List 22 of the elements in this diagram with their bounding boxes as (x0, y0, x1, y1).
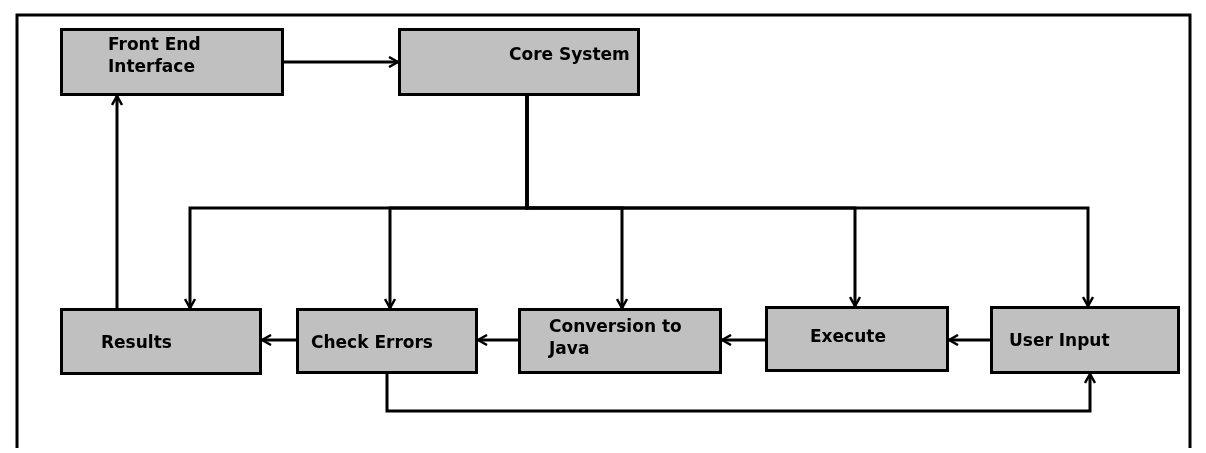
box-label: Front End Interface (108, 33, 202, 77)
process-box (398, 28, 640, 96)
process-box (518, 308, 722, 374)
process-box (765, 306, 949, 372)
process-box (60, 28, 284, 96)
box-label: Conversion to Java (549, 315, 683, 359)
box-label: Execute (810, 325, 887, 347)
box-label: Results (101, 331, 173, 353)
arrow (110, 94, 124, 308)
arrow (720, 333, 765, 347)
process-box (296, 308, 478, 374)
arrow (385, 372, 1097, 413)
process-box (990, 306, 1180, 374)
arrow (476, 333, 518, 347)
arrow (260, 333, 296, 347)
arrow (525, 96, 1095, 308)
arrow (947, 333, 990, 347)
box-label: Check Errors (311, 331, 434, 353)
arrow (284, 55, 400, 69)
process-box (60, 308, 262, 375)
box-label: Core System (509, 43, 631, 65)
box-label: User Input (1009, 329, 1111, 351)
